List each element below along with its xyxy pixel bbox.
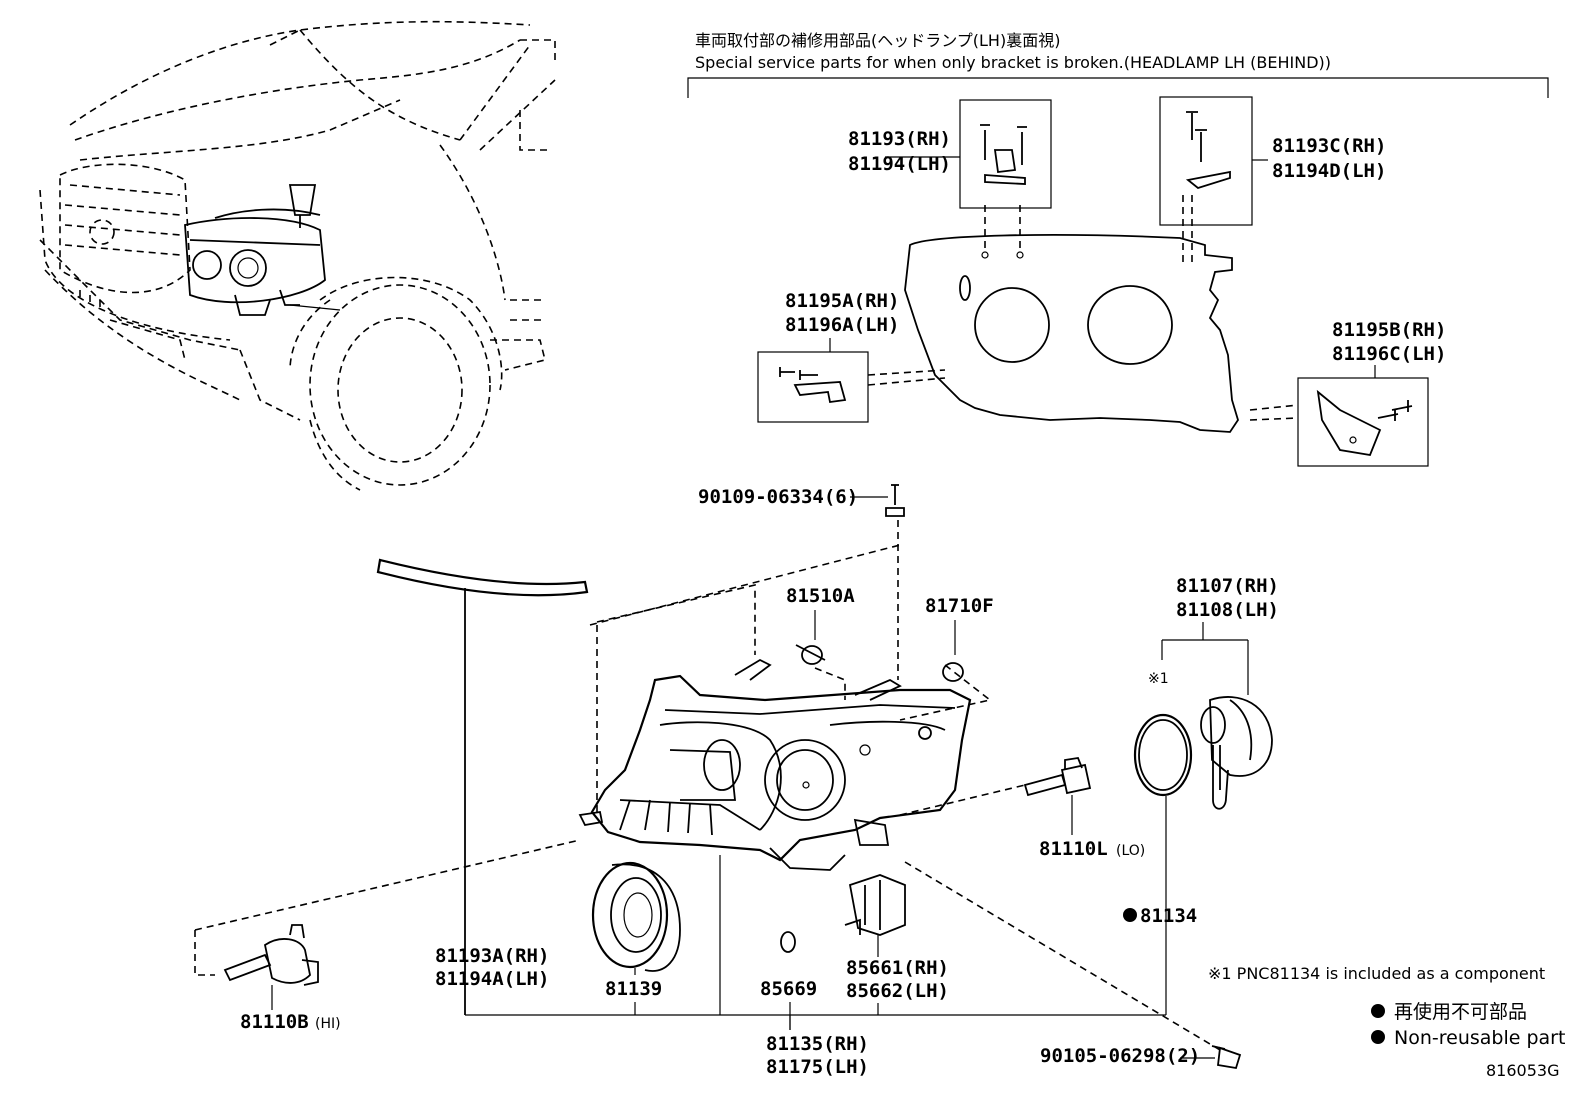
legend-japanese: 再使用不可部品 <box>1394 1001 1527 1023</box>
header-japanese: 車両取付部の補修用部品(ヘッドランプ(LH)裏面視) <box>695 31 1060 50</box>
label-81110B-type: (HI) <box>315 1016 341 1032</box>
legend-dot-en <box>1371 1030 1385 1044</box>
bulb-81110L: 81110L (LO) <box>1023 757 1145 860</box>
label-81134: 81134 <box>1140 905 1197 927</box>
label-81194: 81194(LH) <box>848 153 951 175</box>
diagram-id: 816053G <box>1486 1061 1559 1080</box>
headlamp-assembly <box>578 658 972 871</box>
bulb-81710F: 81710F <box>925 595 994 682</box>
legend-english: Non-reusable part <box>1394 1027 1565 1049</box>
label-81193A: 81193A(RH) <box>435 945 549 967</box>
bracket-81195B: 81195B(RH) 81196C(LH) <box>1249 319 1446 467</box>
bolt-90109-06334: 90109-06334(6) <box>698 484 905 680</box>
legend-dot-jp <box>1371 1004 1385 1018</box>
label-81108: 81108(LH) <box>1176 599 1279 621</box>
ballast-81107: 81107(RH) 81108(LH) ※1 <box>1148 575 1279 810</box>
service-parts-header: 車両取付部の補修用部品(ヘッドランプ(LH)裏面視) Special servi… <box>687 31 1549 98</box>
label-81194D: 81194D(LH) <box>1272 160 1386 182</box>
label-81195A: 81195A(RH) <box>785 290 899 312</box>
label-81175: 81175(LH) <box>766 1056 869 1078</box>
seal-ring-81134: 81134 <box>1123 713 1197 1015</box>
label-81110L-type: (LO) <box>1116 843 1145 859</box>
assembly-81135: 81135(RH) 81175(LH) <box>766 1033 869 1078</box>
label-81710F: 81710F <box>925 595 994 617</box>
label-85669: 85669 <box>760 978 817 1000</box>
assembly-81193A: 81193A(RH) 81194A(LH) <box>435 945 549 990</box>
collector-lines <box>465 855 1166 1030</box>
ref-note: ※1 PNC81134 is included as a component <box>1208 964 1545 983</box>
sealing-strip <box>376 558 589 1015</box>
ref-mark-1: ※1 <box>1148 671 1169 687</box>
label-81196C: 81196C(LH) <box>1332 343 1446 365</box>
header-english: Special service parts for when only brac… <box>695 53 1331 72</box>
label-85662: 85662(LH) <box>846 980 949 1002</box>
bulb-81110B: 81110B (HI) <box>223 924 341 1033</box>
label-85661: 85661(RH) <box>846 957 949 979</box>
label-81194A: 81194A(LH) <box>435 968 549 990</box>
header-bracket-line <box>687 77 1549 98</box>
bracket-81195A: 81195A(RH) 81196A(LH) <box>757 290 946 423</box>
bracket-81193: 81193(RH) 81194(LH) <box>848 99 1052 209</box>
vehicle-illustration <box>39 20 556 491</box>
label-81139: 81139 <box>605 978 662 1000</box>
bracket-81193C: 81193C(RH) 81194D(LH) <box>1159 96 1386 226</box>
label-81110B: 81110B <box>240 1011 309 1033</box>
headlamp-back-view <box>904 195 1239 433</box>
label-90109-06334: 90109-06334(6) <box>698 486 858 508</box>
label-81110L: 81110L <box>1039 838 1108 860</box>
label-81107: 81107(RH) <box>1176 575 1279 597</box>
label-81135: 81135(RH) <box>766 1033 869 1055</box>
label-81193C: 81193C(RH) <box>1272 135 1386 157</box>
label-90105-06298: 90105-06298(2) <box>1040 1045 1200 1067</box>
actuator-85661: 85661(RH) 85662(LH) <box>844 874 949 1015</box>
exploded-dash-lines <box>194 544 1221 1051</box>
notes-legend: ※1 PNC81134 is included as a component 再… <box>1208 964 1565 1080</box>
bolt-90105-06298: 90105-06298(2) <box>1040 1045 1242 1070</box>
bulb-81510A: 81510A <box>786 585 855 665</box>
label-81195B: 81195B(RH) <box>1332 319 1446 341</box>
label-81193: 81193(RH) <box>848 128 951 150</box>
label-81196A: 81196A(LH) <box>785 314 899 336</box>
cover-81139: 81139 <box>591 861 681 1015</box>
label-81510A: 81510A <box>786 585 855 607</box>
non-reusable-mark <box>1123 908 1137 922</box>
